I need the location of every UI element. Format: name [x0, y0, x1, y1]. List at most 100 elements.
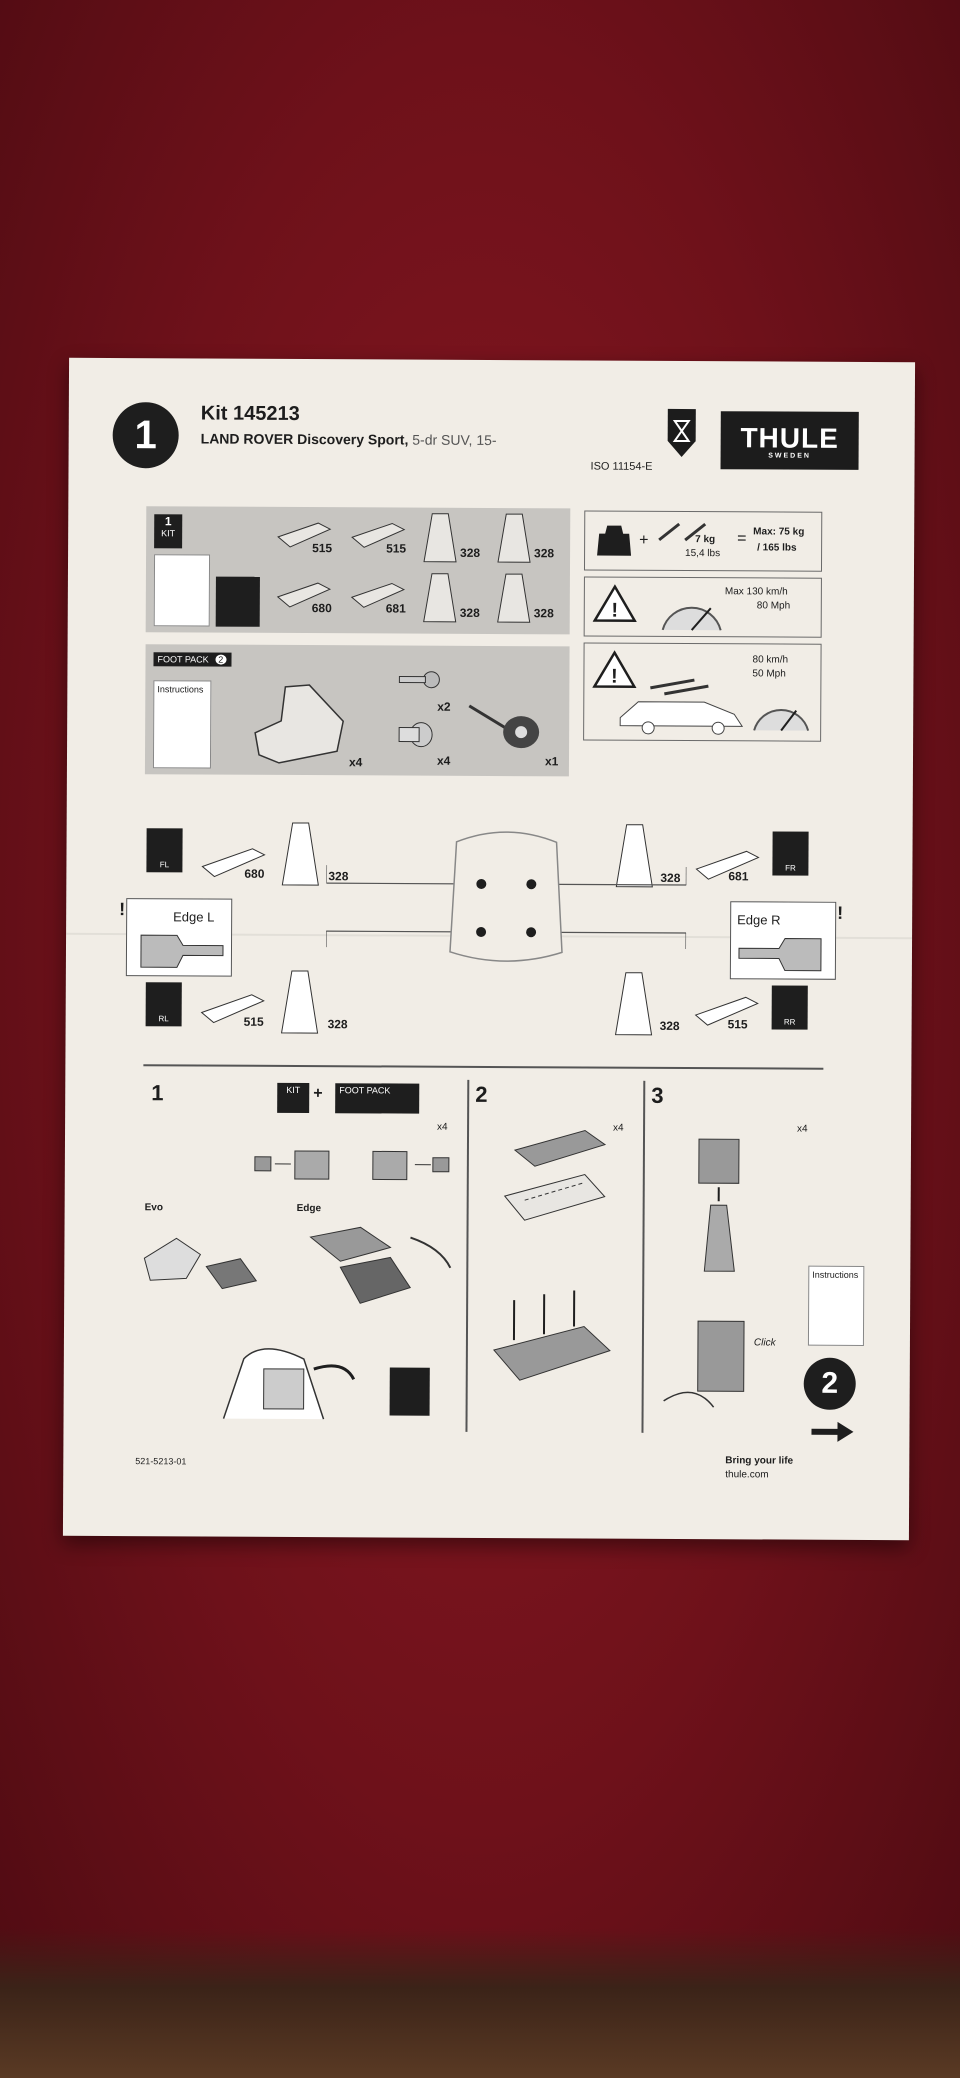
warning-icon: ! [592, 584, 637, 623]
kit-title: Kit 145213 [200, 402, 300, 426]
kit-tag: KIT [277, 1082, 310, 1114]
weight-icon [597, 525, 632, 556]
edge-foot-assembly-icon [309, 1226, 452, 1304]
foot-328-icon [497, 573, 531, 623]
max-load-lbs: / 165 lbs [757, 542, 797, 554]
brand-name: THULE [740, 421, 839, 454]
foot-pack-label: FOOT PACK [157, 654, 209, 665]
kit-tag-label: KIT [161, 528, 176, 539]
pad-515-icon [351, 522, 406, 548]
rl-corner-tag: RL [145, 982, 182, 1027]
footer-tagline: Bring your life [725, 1455, 794, 1467]
foot-icon [254, 684, 345, 764]
step-2-number: 2 [475, 1081, 488, 1107]
pad-icon [200, 994, 265, 1024]
rl-pad-label: 515 [243, 1014, 264, 1029]
steps-divider [143, 1064, 824, 1070]
thule-shield-icon [667, 408, 696, 458]
foot-328-icon [423, 513, 457, 563]
max-speed: Max 130 km/h [724, 586, 788, 598]
key-icon [398, 671, 440, 689]
rl-foot-label: 328 [327, 1017, 348, 1032]
click-label: Click [753, 1337, 776, 1349]
kit-booklet-icon [153, 554, 211, 627]
wooden-floor [0, 1928, 960, 2078]
roof-bars-icon [658, 522, 707, 542]
warn-speed-box: ! 80 km/h 50 Mph [583, 642, 822, 742]
equals-sign: = [737, 530, 747, 548]
edge-foot-icon [738, 938, 822, 972]
edge-r-box: ! Edge R [729, 901, 843, 980]
part-label: 328 [459, 605, 480, 620]
speedometer-icon [661, 606, 722, 631]
instructions-label: Instructions [157, 684, 204, 695]
qty-lock: x4 [436, 753, 451, 768]
vehicle-spec: 5-dr SUV, 15- [412, 431, 497, 449]
step-1-number: 1 [151, 1080, 164, 1106]
thule-logo: THULE SWEDEN [720, 411, 859, 470]
next-arrow-icon [811, 1421, 854, 1442]
step-divider [465, 1079, 469, 1432]
step-3-number: 3 [651, 1082, 664, 1108]
qty-tool: x1 [544, 754, 559, 769]
torque-tool-icon [468, 704, 540, 749]
vehicle-name: LAND ROVER Discovery Sport, [200, 430, 409, 448]
qty-foot: x4 [348, 755, 363, 770]
max-load: Max: 75 kg [753, 526, 805, 538]
warning-mark: ! [119, 899, 126, 920]
edge-l-label: Edge L [173, 909, 215, 925]
edge-label: Edge [296, 1202, 322, 1215]
rr-pad-label: 515 [727, 1017, 748, 1032]
lock-insert-icon [222, 1348, 430, 1420]
car-with-bars-icon [619, 678, 744, 735]
fr-corner-tag: FR [772, 831, 809, 876]
weight-lbs: 15,4 lbs [685, 548, 721, 560]
instructions-booklet: Instructions [152, 680, 212, 769]
evo-label: Evo [144, 1202, 164, 1214]
part-label: 515 [312, 541, 333, 556]
lock-cylinder-icon [398, 722, 433, 748]
weight-box: + 7 kg 15,4 lbs = Max: 75 kg / 165 lbs [583, 510, 823, 572]
svg-text:!: ! [611, 666, 618, 688]
fl-corner-tag: FL [146, 828, 183, 873]
foot-icon [280, 970, 319, 1034]
plus-sign: + [639, 531, 649, 549]
vehicle-line: LAND ROVER Discovery Sport, 5-dr SUV, 15… [201, 430, 497, 448]
brand-sub: SWEDEN [768, 451, 811, 460]
qty-label: x4 [797, 1123, 808, 1135]
instruction-sheet: 1 Kit 145213 LAND ROVER Discovery Sport,… [62, 357, 916, 1541]
pad-icon [695, 850, 760, 880]
qty-key: x2 [437, 699, 451, 714]
part-label: 681 [385, 601, 406, 616]
pad-icon [694, 996, 759, 1026]
part-label: 328 [534, 546, 555, 561]
kit-tag: 1 KIT [154, 514, 183, 549]
kit-tag-num: 1 [164, 514, 172, 529]
kit-panel: 1 KIT 515 515 328 328 680 681 328 328 [145, 506, 571, 635]
warn-speed: 80 km/h [752, 654, 789, 666]
step-divider [641, 1080, 645, 1433]
next-instructions-label: Instructions [812, 1269, 859, 1280]
edge-l-box: ! Edge L [119, 898, 233, 977]
foot-icon [614, 972, 653, 1036]
svg-text:!: ! [611, 600, 618, 622]
lock-assembly-icon [254, 1150, 450, 1181]
plus-sign: + [313, 1085, 323, 1103]
speed-box: ! Max 130 km/h 80 Mph [583, 576, 822, 638]
pad-press-icon [493, 1290, 611, 1381]
foot-attach-icon [698, 1138, 740, 1272]
foot-icon [281, 822, 319, 886]
part-label: 680 [311, 601, 332, 616]
instructions-booklet: Instructions [807, 1265, 865, 1346]
car-top-view-icon [325, 831, 687, 962]
footer-code: 521-5213-01 [135, 1456, 187, 1467]
warning-mark: ! [837, 902, 844, 923]
foot-pack-num: 2 [215, 654, 227, 665]
edge-r-label: Edge R [737, 912, 781, 928]
foot-icon [615, 824, 653, 888]
next-sheet-badge: 2 [803, 1357, 856, 1410]
part-label: 515 [386, 541, 407, 556]
part-label: 328 [460, 545, 481, 560]
pad-681-icon [350, 582, 406, 608]
fr-pad-label: 681 [728, 869, 749, 884]
